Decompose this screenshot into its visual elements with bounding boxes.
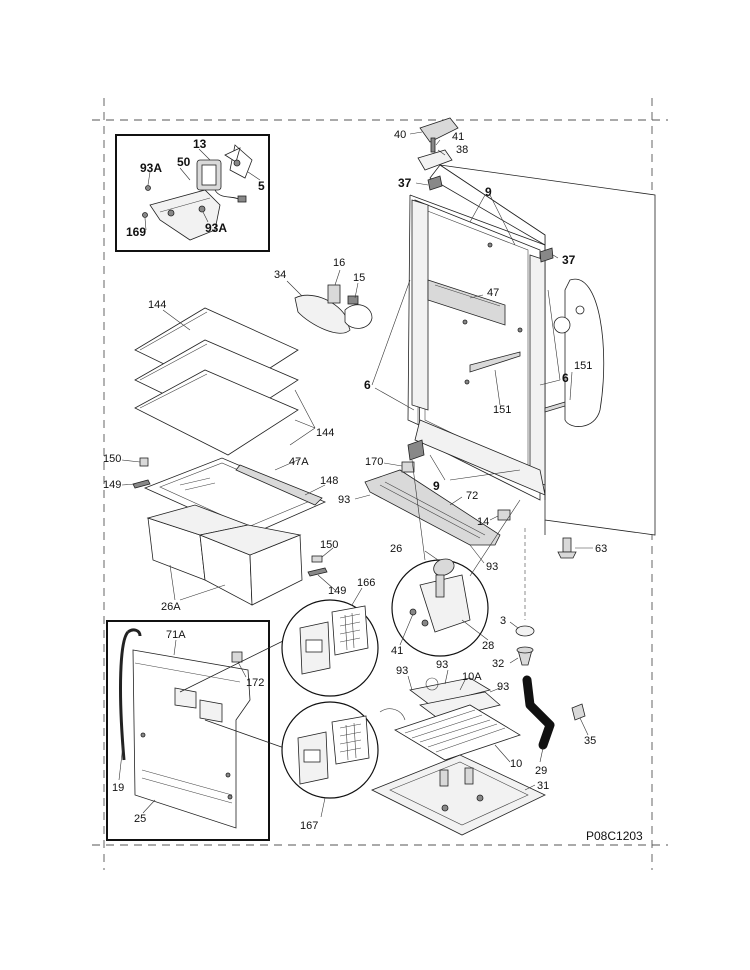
callout-14: 14 xyxy=(477,516,489,528)
callout-151-right: 151 xyxy=(574,360,592,372)
callout-3: 3 xyxy=(500,615,506,627)
callout-93-b: 93 xyxy=(436,659,448,671)
callout-150-bottom: 150 xyxy=(320,539,338,551)
callout-47: 47 xyxy=(487,287,499,299)
callout-10: 10 xyxy=(510,758,522,770)
callout-16: 16 xyxy=(333,257,345,269)
callout-167: 167 xyxy=(300,820,318,832)
callout-6-right: 6 xyxy=(562,371,569,385)
callout-148: 148 xyxy=(320,475,338,487)
callout-93a-upper: 93A xyxy=(140,161,162,175)
callout-169: 169 xyxy=(126,225,146,239)
callout-31: 31 xyxy=(537,780,549,792)
callout-149-bottom: 149 xyxy=(328,585,346,597)
diagram-code: P08C1203 xyxy=(586,829,643,843)
callout-72: 72 xyxy=(466,490,478,502)
callout-13: 13 xyxy=(193,137,207,151)
callout-9-top: 9 xyxy=(485,185,492,199)
callout-166: 166 xyxy=(357,577,375,589)
callout-10a: 10A xyxy=(462,671,482,683)
callout-29: 29 xyxy=(535,765,547,777)
callout-71a: 71A xyxy=(166,629,186,641)
callout-9-bottom: 9 xyxy=(433,479,440,493)
kick-grille xyxy=(354,439,593,564)
callout-93-a: 93 xyxy=(396,665,408,677)
callout-32: 32 xyxy=(492,658,504,670)
callout-93-c: 93 xyxy=(497,681,509,693)
callout-38: 38 xyxy=(456,144,468,156)
callout-144-side: 144 xyxy=(316,427,334,439)
callout-26: 26 xyxy=(390,543,402,555)
callout-41-bottom: 41 xyxy=(391,645,403,657)
callout-47a: 47A xyxy=(289,456,309,468)
light-assembly xyxy=(286,269,373,334)
wire-shelves xyxy=(134,307,316,456)
callout-37-right: 37 xyxy=(562,253,576,267)
callout-144-top: 144 xyxy=(148,299,166,311)
callout-26a: 26A xyxy=(161,601,181,613)
callout-93a-lower: 93A xyxy=(205,221,227,235)
callout-170: 170 xyxy=(365,456,383,468)
callout-93-right: 93 xyxy=(486,561,498,573)
hinge-bracket-inset xyxy=(391,459,521,657)
callout-37-left: 37 xyxy=(398,176,412,190)
drain-assembly xyxy=(509,528,589,763)
callout-6-left: 6 xyxy=(364,378,371,392)
callout-50: 50 xyxy=(177,155,191,169)
fan-motor-inset xyxy=(115,134,270,252)
control-panel-inset xyxy=(106,620,291,841)
callout-19: 19 xyxy=(112,782,124,794)
callout-28: 28 xyxy=(482,640,494,652)
callout-149-top: 149 xyxy=(103,479,121,491)
control-166-inset xyxy=(281,587,379,697)
callout-15: 15 xyxy=(353,272,365,284)
callout-93-left: 93 xyxy=(338,494,350,506)
callout-63: 63 xyxy=(595,543,607,555)
callout-151-mid: 151 xyxy=(493,404,511,416)
callout-40: 40 xyxy=(394,129,406,141)
callout-25: 25 xyxy=(134,813,146,825)
callout-35: 35 xyxy=(584,735,596,747)
callout-5: 5 xyxy=(258,179,265,193)
callout-172: 172 xyxy=(246,677,264,689)
drain-tray-assembly xyxy=(371,669,546,836)
callout-41-top: 41 xyxy=(452,131,464,143)
callout-150-top: 150 xyxy=(103,453,121,465)
crisper-assembly xyxy=(121,457,336,606)
cabinet-assembly xyxy=(371,117,656,536)
callout-34: 34 xyxy=(274,269,286,281)
control-167-inset xyxy=(281,701,379,818)
